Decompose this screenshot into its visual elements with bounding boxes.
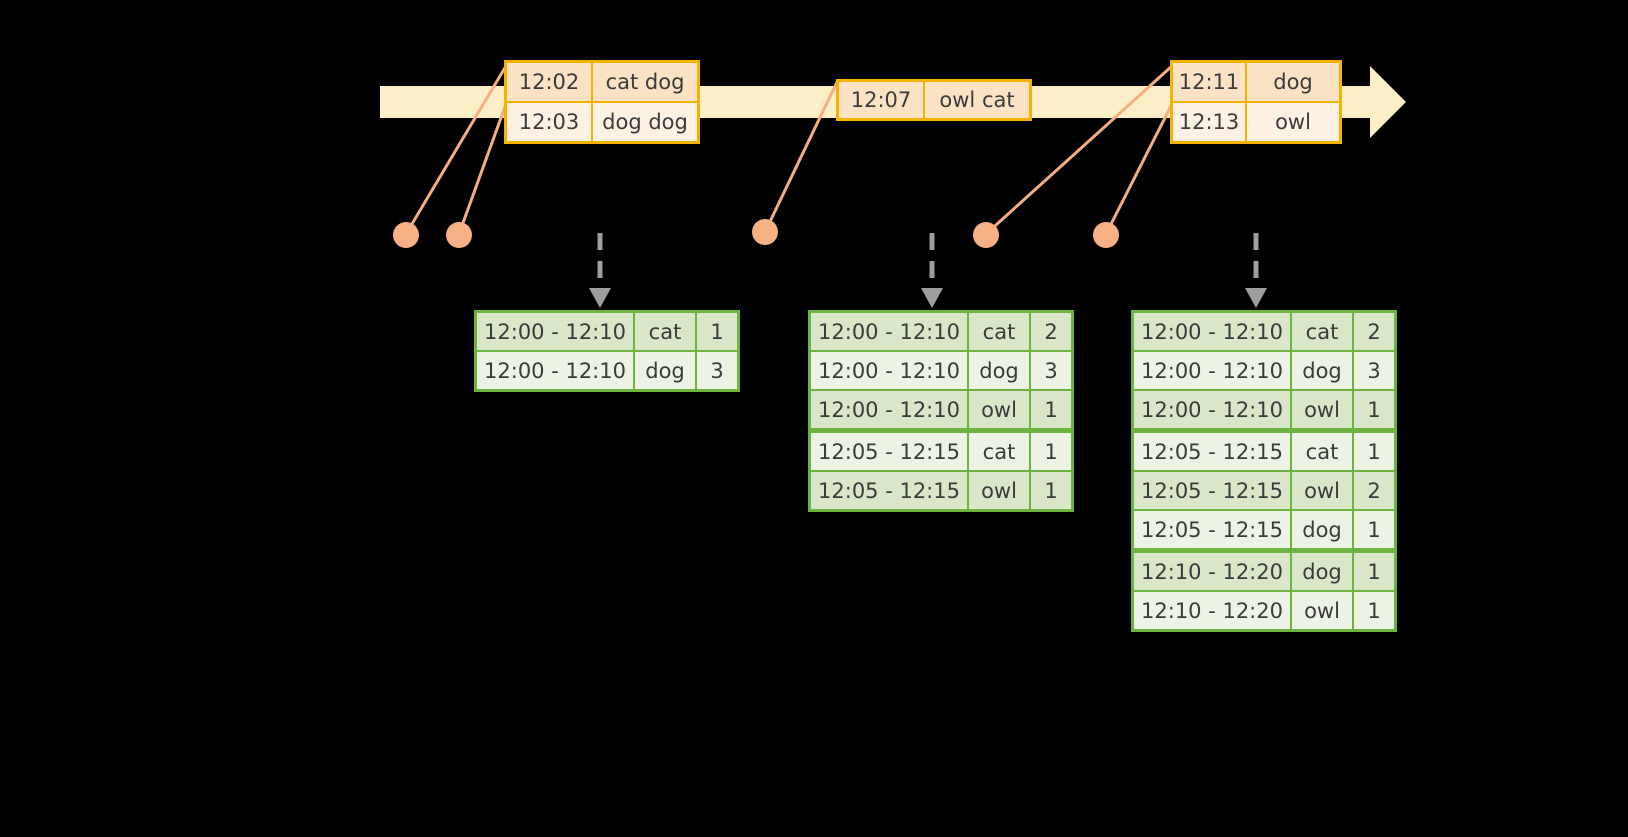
connector-line-2 <box>457 103 508 235</box>
cell-word: cat <box>1292 313 1352 350</box>
cell-window: 12:10 - 12:20 <box>1134 592 1290 629</box>
event-box-2[interactable]: 12:07 owl cat <box>836 79 1032 121</box>
table-row[interactable]: 12:10 - 12:20 owl 1 <box>1134 592 1394 629</box>
cell-word: dog <box>1292 511 1352 548</box>
event-dot-1 <box>393 222 419 248</box>
emit-arrowhead-3 <box>1245 288 1267 308</box>
cell-word: owl <box>969 391 1029 428</box>
cell-word: dog <box>969 352 1029 389</box>
result-table-1[interactable]: 12:00 - 12:10 cat 1 12:00 - 12:10 dog 3 <box>474 310 740 392</box>
event-words: dog dog <box>593 103 697 141</box>
cell-window: 12:05 - 12:15 <box>811 433 967 470</box>
cell-count: 1 <box>1031 433 1071 470</box>
event-box-1[interactable]: 12:02 cat dog 12:03 dog dog <box>504 60 700 144</box>
event-row[interactable]: 12:07 owl cat <box>839 82 1029 118</box>
table-row[interactable]: 12:05 - 12:15 dog 1 <box>1134 511 1394 548</box>
table-row[interactable]: 12:00 - 12:10 cat 2 <box>1134 313 1394 350</box>
cell-word: cat <box>635 313 695 350</box>
cell-count: 3 <box>697 352 737 389</box>
table-row[interactable]: 12:10 - 12:20 dog 1 <box>1134 553 1394 590</box>
cell-word: owl <box>1292 472 1352 509</box>
cell-window: 12:00 - 12:10 <box>1134 352 1290 389</box>
event-words: cat dog <box>593 63 697 101</box>
event-box-3[interactable]: 12:11 dog 12:13 owl <box>1170 60 1342 144</box>
cell-count: 2 <box>1031 313 1071 350</box>
result-table-3[interactable]: 12:00 - 12:10 cat 2 12:00 - 12:10 dog 3 … <box>1131 310 1397 632</box>
cell-word: owl <box>1292 592 1352 629</box>
cell-count: 1 <box>1354 553 1394 590</box>
event-time: 12:07 <box>839 82 925 118</box>
table-row[interactable]: 12:00 - 12:10 dog 3 <box>1134 352 1394 389</box>
table-row[interactable]: 12:05 - 12:15 owl 1 <box>811 472 1071 509</box>
cell-window: 12:05 - 12:15 <box>811 472 967 509</box>
table-row[interactable]: 12:00 - 12:10 dog 3 <box>477 352 737 389</box>
table-row[interactable]: 12:00 - 12:10 cat 1 <box>477 313 737 350</box>
connector-line-1 <box>404 65 508 235</box>
event-time: 12:03 <box>507 103 593 141</box>
event-dot-4 <box>973 222 999 248</box>
cell-count: 2 <box>1354 472 1394 509</box>
cell-word: cat <box>969 433 1029 470</box>
cell-word: dog <box>1292 553 1352 590</box>
cell-count: 1 <box>1031 472 1071 509</box>
emit-arrowhead-1 <box>589 288 611 308</box>
event-dot-5 <box>1093 222 1119 248</box>
cell-count: 1 <box>1354 433 1394 470</box>
cell-window: 12:00 - 12:10 <box>811 352 967 389</box>
cell-word: dog <box>635 352 695 389</box>
table-row[interactable]: 12:05 - 12:15 owl 2 <box>1134 472 1394 509</box>
event-words: dog <box>1247 63 1339 101</box>
event-dot-2 <box>446 222 472 248</box>
event-row[interactable]: 12:03 dog dog <box>507 101 697 141</box>
table-row[interactable]: 12:05 - 12:15 cat 1 <box>811 433 1071 470</box>
cell-window: 12:00 - 12:10 <box>1134 391 1290 428</box>
cell-window: 12:05 - 12:15 <box>1134 472 1290 509</box>
cell-word: owl <box>969 472 1029 509</box>
cell-count: 2 <box>1354 313 1394 350</box>
connector-line-5 <box>1104 103 1174 235</box>
cell-count: 1 <box>1354 511 1394 548</box>
cell-word: cat <box>1292 433 1352 470</box>
cell-window: 12:00 - 12:10 <box>811 391 967 428</box>
cell-window: 12:05 - 12:15 <box>1134 433 1290 470</box>
table-row[interactable]: 12:00 - 12:10 cat 2 <box>811 313 1071 350</box>
event-time: 12:13 <box>1173 103 1247 141</box>
result-table-2[interactable]: 12:00 - 12:10 cat 2 12:00 - 12:10 dog 3 … <box>808 310 1074 512</box>
event-time: 12:02 <box>507 63 593 101</box>
cell-count: 1 <box>1354 391 1394 428</box>
table-row[interactable]: 12:00 - 12:10 owl 1 <box>811 391 1071 428</box>
table-row[interactable]: 12:00 - 12:10 owl 1 <box>1134 391 1394 428</box>
event-row[interactable]: 12:11 dog <box>1173 63 1339 101</box>
cell-word: owl <box>1292 391 1352 428</box>
connector-line-3 <box>763 79 840 233</box>
emit-arrowhead-2 <box>921 288 943 308</box>
event-row[interactable]: 12:02 cat dog <box>507 63 697 101</box>
cell-count: 3 <box>1354 352 1394 389</box>
cell-window: 12:00 - 12:10 <box>477 352 633 389</box>
cell-count: 1 <box>1354 592 1394 629</box>
cell-word: dog <box>1292 352 1352 389</box>
emit-arrows <box>597 233 1259 290</box>
event-dot-3 <box>752 219 778 245</box>
event-words: owl cat <box>925 82 1029 118</box>
cell-window: 12:10 - 12:20 <box>1134 553 1290 590</box>
cell-window: 12:00 - 12:10 <box>1134 313 1290 350</box>
event-words: owl <box>1247 103 1339 141</box>
cell-window: 12:05 - 12:15 <box>1134 511 1290 548</box>
cell-count: 1 <box>697 313 737 350</box>
event-dots <box>393 219 1119 248</box>
event-row[interactable]: 12:13 owl <box>1173 101 1339 141</box>
event-time: 12:11 <box>1173 63 1247 101</box>
emit-arrowheads <box>589 288 1267 308</box>
cell-count: 3 <box>1031 352 1071 389</box>
table-row[interactable]: 12:00 - 12:10 dog 3 <box>811 352 1071 389</box>
cell-word: cat <box>969 313 1029 350</box>
table-row[interactable]: 12:05 - 12:15 cat 1 <box>1134 433 1394 470</box>
cell-window: 12:00 - 12:10 <box>477 313 633 350</box>
cell-window: 12:00 - 12:10 <box>811 313 967 350</box>
cell-count: 1 <box>1031 391 1071 428</box>
